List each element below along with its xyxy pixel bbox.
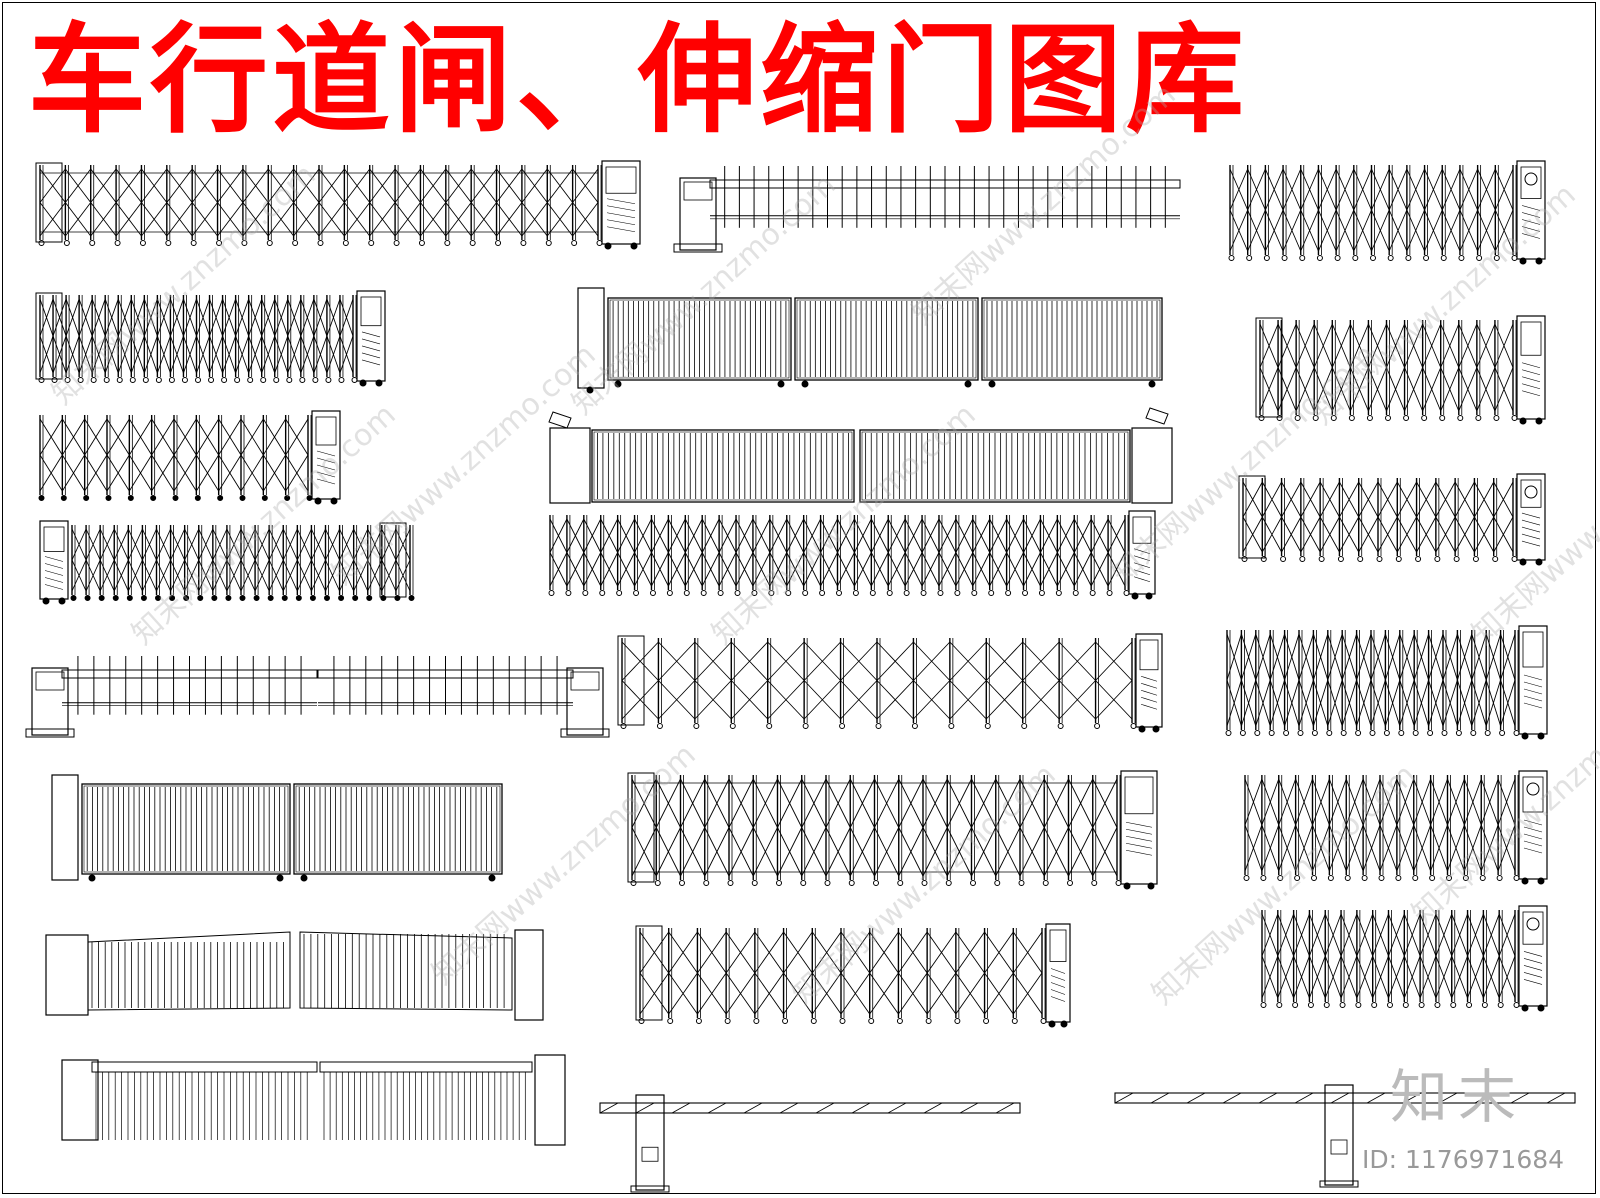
double-panel-gate xyxy=(548,407,1173,504)
image-id: ID: 1176971684 xyxy=(1362,1145,1565,1174)
retractable-gate-12 xyxy=(1243,770,1548,885)
fence-barrier-1 xyxy=(673,166,1181,253)
retractable-gate-3 xyxy=(35,290,386,387)
retractable-gate-10 xyxy=(1225,625,1548,740)
brand-logo: 知末 xyxy=(1390,1063,1527,1131)
fence-barrier-2 xyxy=(25,656,610,738)
retractable-gate-11 xyxy=(627,770,1158,890)
retractable-gate-1 xyxy=(35,160,641,250)
folding-panel-gate-2 xyxy=(61,1054,566,1146)
retractable-gate-5 xyxy=(38,410,341,505)
retractable-gate-4 xyxy=(1255,315,1546,425)
straight-boom-barrier-1 xyxy=(599,1094,1021,1193)
retractable-gate-9 xyxy=(617,633,1163,733)
straight-boom-barrier-2 xyxy=(1114,1084,1576,1188)
page-title: 车行道闸、伸缩门图库 xyxy=(28,11,1249,149)
sliding-panel-gate-2 xyxy=(51,774,503,882)
retractable-gate-7 xyxy=(39,520,415,605)
retractable-gate-6 xyxy=(1238,473,1546,566)
sliding-panel-gate-1 xyxy=(577,287,1163,394)
folding-panel-gate-1 xyxy=(45,929,544,1021)
retractable-gate-8 xyxy=(548,510,1156,600)
retractable-gate-14 xyxy=(1260,905,1548,1012)
retractable-gate-13 xyxy=(635,923,1071,1028)
retractable-gate-2 xyxy=(1228,160,1546,265)
